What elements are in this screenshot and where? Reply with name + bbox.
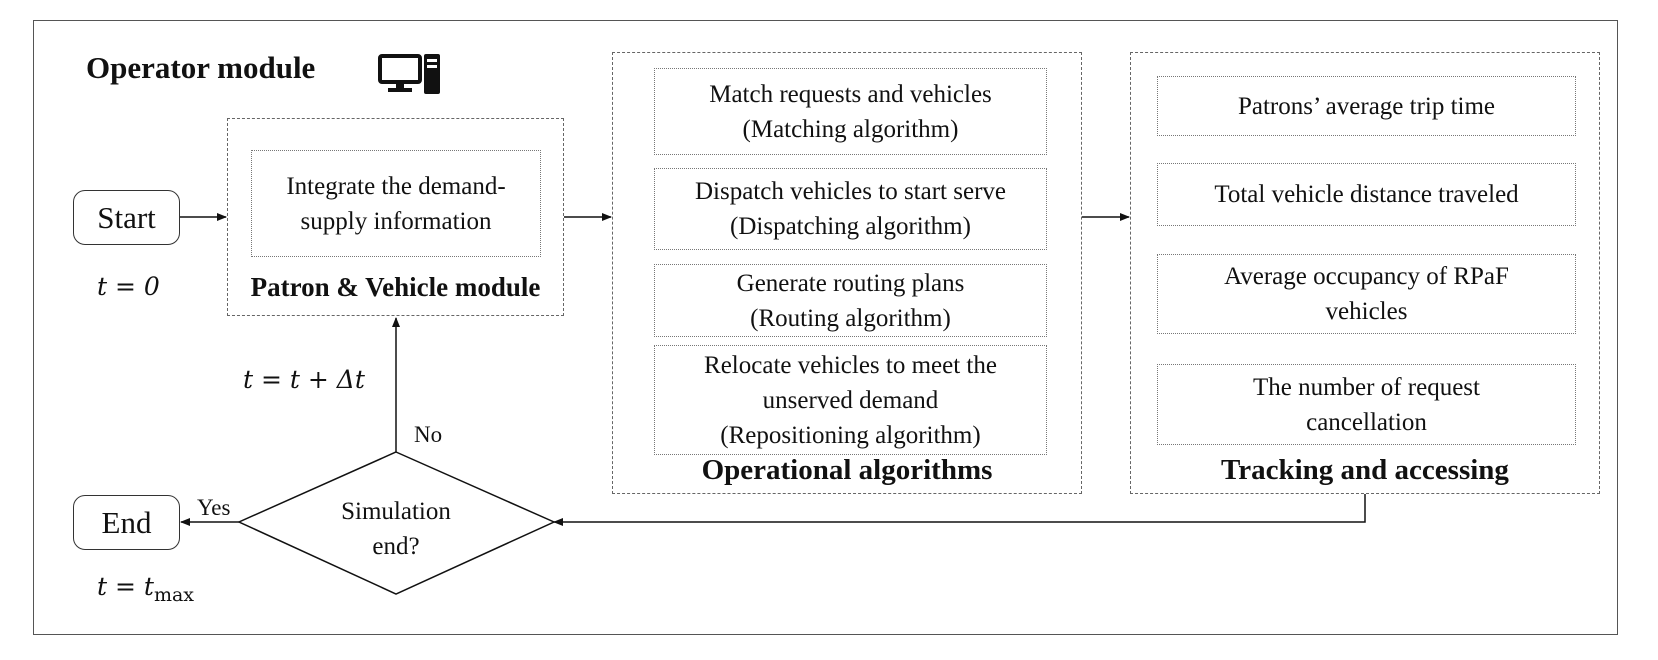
operational-algorithms-title: Operational algorithms <box>701 454 993 486</box>
trip-time-text: Patrons’ average trip time <box>1237 92 1496 120</box>
decision-yes-label: Yes <box>197 495 231 520</box>
computer-icon <box>378 52 444 101</box>
matching-line1: Match requests and vehicles <box>709 80 992 108</box>
start-label: Start <box>97 199 156 235</box>
routing-line1: Generate routing plans <box>736 269 965 297</box>
decision-no-label: No <box>414 422 443 447</box>
matching-line2: (Matching algorithm) <box>742 115 959 143</box>
end-node: End <box>73 495 180 550</box>
operator-module-title: Operator module <box>86 50 316 85</box>
loop-time: t = t + Δt <box>243 365 365 394</box>
matching-algorithm-box: Match requests and vehicles (Matching al… <box>654 68 1047 155</box>
repositioning-line2: unserved demand <box>762 386 939 414</box>
occupancy-line2: vehicles <box>1325 298 1408 325</box>
routing-algorithm-box: Generate routing plans (Routing algorith… <box>654 264 1047 337</box>
repositioning-line1: Relocate vehicles to meet the <box>704 351 997 379</box>
end-label: End <box>101 504 152 540</box>
dispatching-algorithm-box: Dispatch vehicles to start serve (Dispat… <box>654 168 1047 250</box>
end-time-prefix: t = t <box>97 572 154 601</box>
occupancy-line1: Average occupancy of RPaF <box>1224 263 1509 290</box>
trip-time-box: Patrons’ average trip time <box>1157 76 1576 136</box>
end-time: t = tmax <box>97 572 194 606</box>
cancellation-line1: The number of request <box>1252 373 1480 401</box>
dispatching-line1: Dispatch vehicles to start serve <box>694 178 1006 205</box>
operational-algorithms-group <box>612 52 1082 494</box>
occupancy-box: Average occupancy of RPaF vehicles <box>1157 254 1576 334</box>
tracking-group <box>1130 52 1600 494</box>
repositioning-line3: (Repositioning algorithm) <box>720 421 981 449</box>
integrate-demand-supply-box: Integrate the demand-supply information <box>251 150 541 257</box>
decision-line1: Simulation <box>341 498 451 525</box>
decision-text: Simulation end? <box>300 494 492 564</box>
distance-text: Total vehicle distance traveled <box>1214 181 1519 208</box>
start-time: t = 0 <box>97 272 160 301</box>
routing-line2: (Routing algorithm) <box>750 304 951 332</box>
repositioning-algorithm-box: Relocate vehicles to meet the unserved d… <box>654 345 1047 455</box>
arrow-tracking-to-decision <box>553 494 1366 526</box>
start-node: Start <box>73 190 180 245</box>
tracking-title: Tracking and accessing <box>1221 454 1509 486</box>
decision-line2: end? <box>372 533 420 560</box>
distance-box: Total vehicle distance traveled <box>1157 163 1576 226</box>
patron-vehicle-module-title: Patron & Vehicle module <box>250 272 541 302</box>
decision-diamond <box>237 451 556 595</box>
cancellation-line2: cancellation <box>1306 408 1427 436</box>
dispatching-line2: (Dispatching algorithm) <box>730 213 971 240</box>
patron-vehicle-module <box>227 118 564 316</box>
diagram-frame <box>33 20 1618 635</box>
integrate-demand-supply-text: Integrate the demand-supply information <box>286 172 506 235</box>
end-time-subscript: max <box>153 584 194 606</box>
cancellation-box: The number of request cancellation <box>1157 364 1576 445</box>
